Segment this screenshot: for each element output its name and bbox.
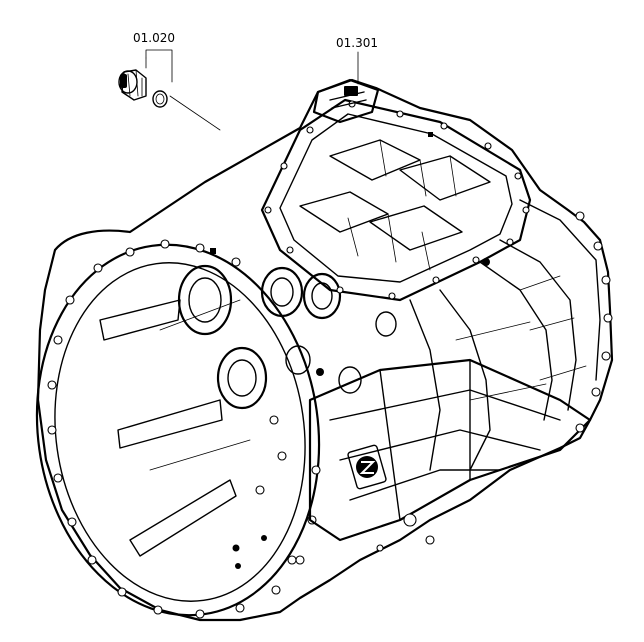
manufacturer-logo-icon bbox=[347, 444, 387, 490]
bell-flange-inner bbox=[54, 262, 306, 602]
housing-outline bbox=[36, 78, 614, 622]
transmission-housing bbox=[35, 78, 614, 622]
callout-housing-group: 01.301 bbox=[336, 36, 378, 85]
callout-leader-plug bbox=[145, 49, 173, 83]
callout-label-plug: 01.020 bbox=[133, 31, 175, 45]
assembly-axis-line bbox=[169, 95, 221, 131]
screw-plug-part bbox=[118, 69, 147, 101]
callout-plug-group: 01.020 bbox=[133, 31, 221, 131]
bearing-bores bbox=[177, 264, 397, 410]
top-cover bbox=[260, 98, 532, 302]
flange-bolt-holes bbox=[47, 239, 321, 619]
bell-flange-outer bbox=[35, 243, 321, 617]
rear-flange-bosses bbox=[575, 211, 613, 433]
lower-frame bbox=[308, 358, 592, 542]
bell-inner-ribs bbox=[99, 299, 251, 557]
dark-accents bbox=[210, 132, 490, 376]
callout-label-housing: 01.301 bbox=[336, 36, 378, 50]
seal-ring-part bbox=[152, 90, 168, 108]
connector-block bbox=[312, 78, 380, 124]
side-wall-ribs bbox=[409, 199, 601, 471]
bottom-holes bbox=[232, 415, 435, 569]
